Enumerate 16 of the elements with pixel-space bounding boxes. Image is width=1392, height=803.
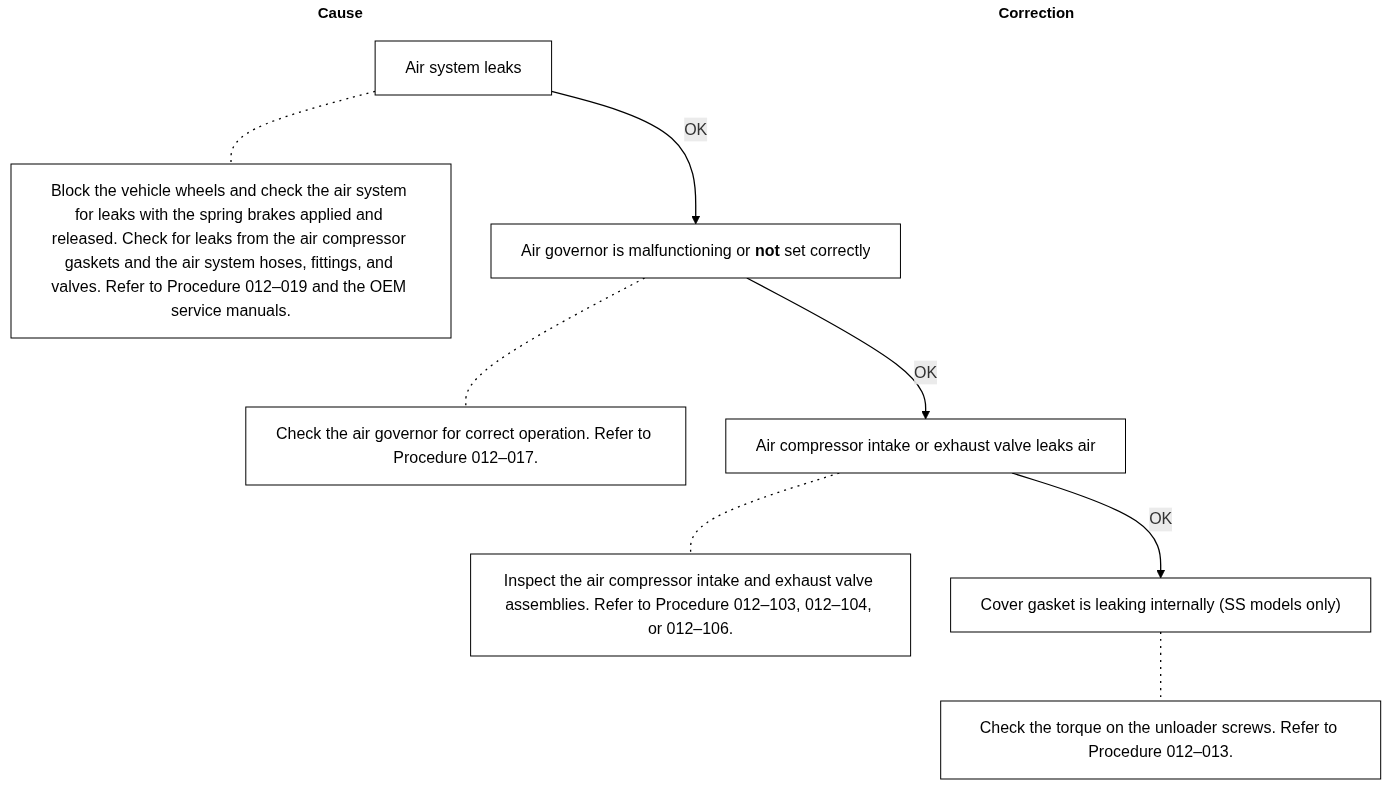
connector: [230, 90, 376, 165]
node-box: Cover gasket is leaking internally (SS models only): [950, 577, 1372, 633]
node-box: Block the vehicle wheels and check the air system for leaks with the spring brakes applied and released. Check for leaks from the air compressor gaskets and the air system hoses, fittings, and valves. Refer to Procedure 012–019 and the OEM service manuals.: [10, 163, 452, 339]
node-box: Check the air governor for correct operation. Refer to Procedure 012–017.: [245, 406, 687, 486]
edge-label: OK: [684, 120, 708, 138]
column-heading: Correction: [998, 4, 1075, 21]
edge-label: OK: [1149, 510, 1173, 528]
node-box: Air governor is malfunctioning or not set correctly: [490, 223, 902, 279]
arrow: [746, 277, 931, 420]
node-box: Air system leaks: [374, 40, 553, 96]
node-box: Inspect the air compressor intake and exhaust valve assemblies. Refer to Procedure 012–103, 012–104, or 012–106.: [470, 553, 912, 657]
column-heading: Cause: [317, 4, 363, 21]
arrow: [551, 90, 701, 225]
node-box: Check the torque on the unloader screws. Refer to Procedure 012–013.: [940, 700, 1382, 780]
node-box: Air compressor intake or exhaust valve leaks air: [725, 418, 1127, 474]
edge-label: OK: [914, 363, 938, 381]
